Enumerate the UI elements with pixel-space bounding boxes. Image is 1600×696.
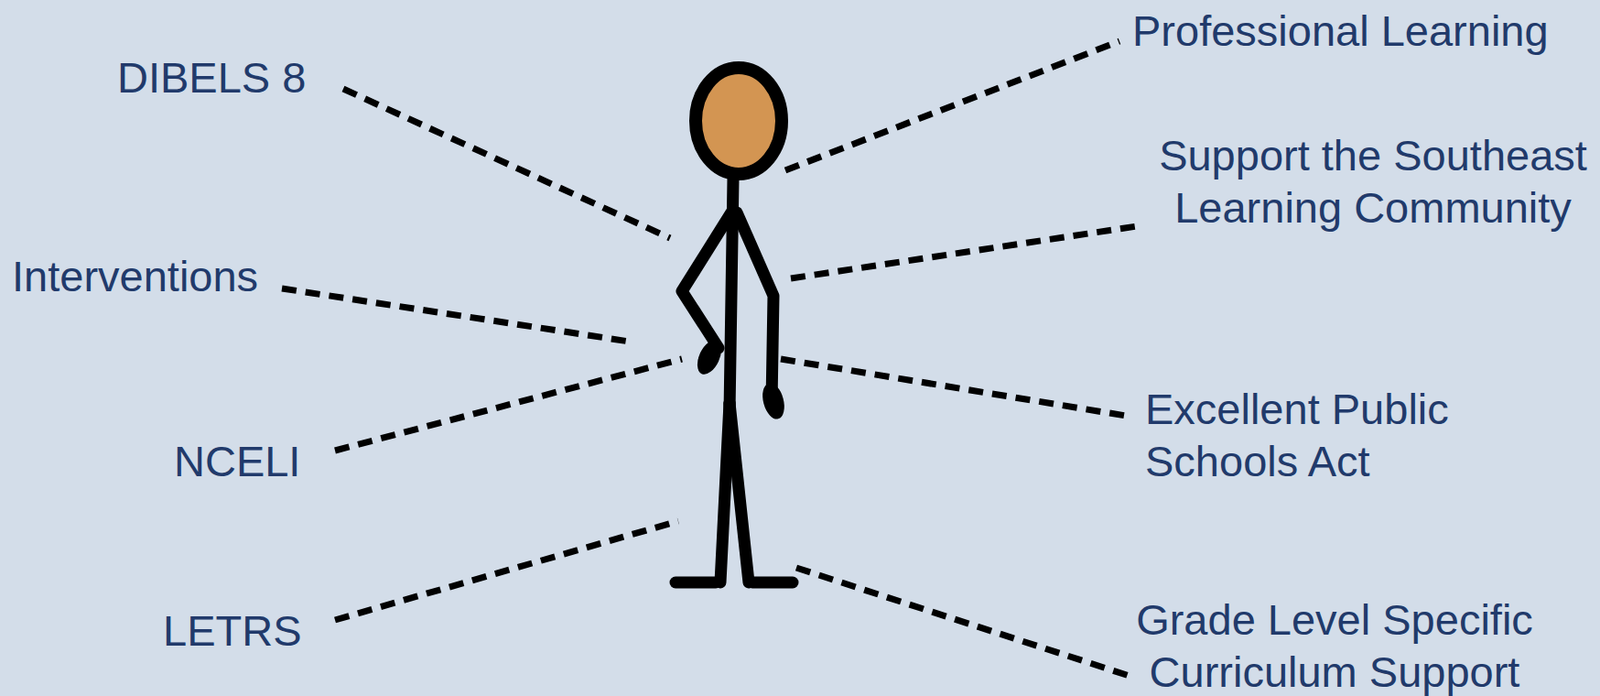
figure-head xyxy=(695,67,782,174)
topic-label: Interventions xyxy=(11,249,287,303)
figure-arm xyxy=(736,212,774,403)
leader-line xyxy=(790,225,1144,279)
leader-line xyxy=(785,41,1120,171)
stick-figure xyxy=(675,178,793,583)
leader-lines xyxy=(281,41,1144,678)
figure-hand xyxy=(758,380,789,422)
figure-foot xyxy=(675,576,716,589)
leader-line xyxy=(780,358,1126,416)
topic-label: Excellent Public Schools Act xyxy=(1145,382,1475,487)
leader-line xyxy=(796,567,1136,678)
topic-label: Support the Southeast Learning Community xyxy=(1144,129,1600,234)
figure-hand xyxy=(692,335,727,379)
figure-arm xyxy=(681,212,732,348)
topic-label: Grade Level Specific Curriculum Support xyxy=(1119,593,1550,696)
topic-label: LETRS xyxy=(162,604,346,657)
leader-line xyxy=(281,288,630,342)
leader-line xyxy=(343,88,671,238)
figure-leg xyxy=(729,402,749,583)
figure-foot xyxy=(752,576,793,589)
leader-line xyxy=(335,520,679,620)
topic-label: Professional Learning xyxy=(1132,4,1590,57)
topic-label: NCELI xyxy=(173,434,357,487)
topic-label: DIBELS 8 xyxy=(117,51,356,104)
leader-line xyxy=(335,358,682,451)
